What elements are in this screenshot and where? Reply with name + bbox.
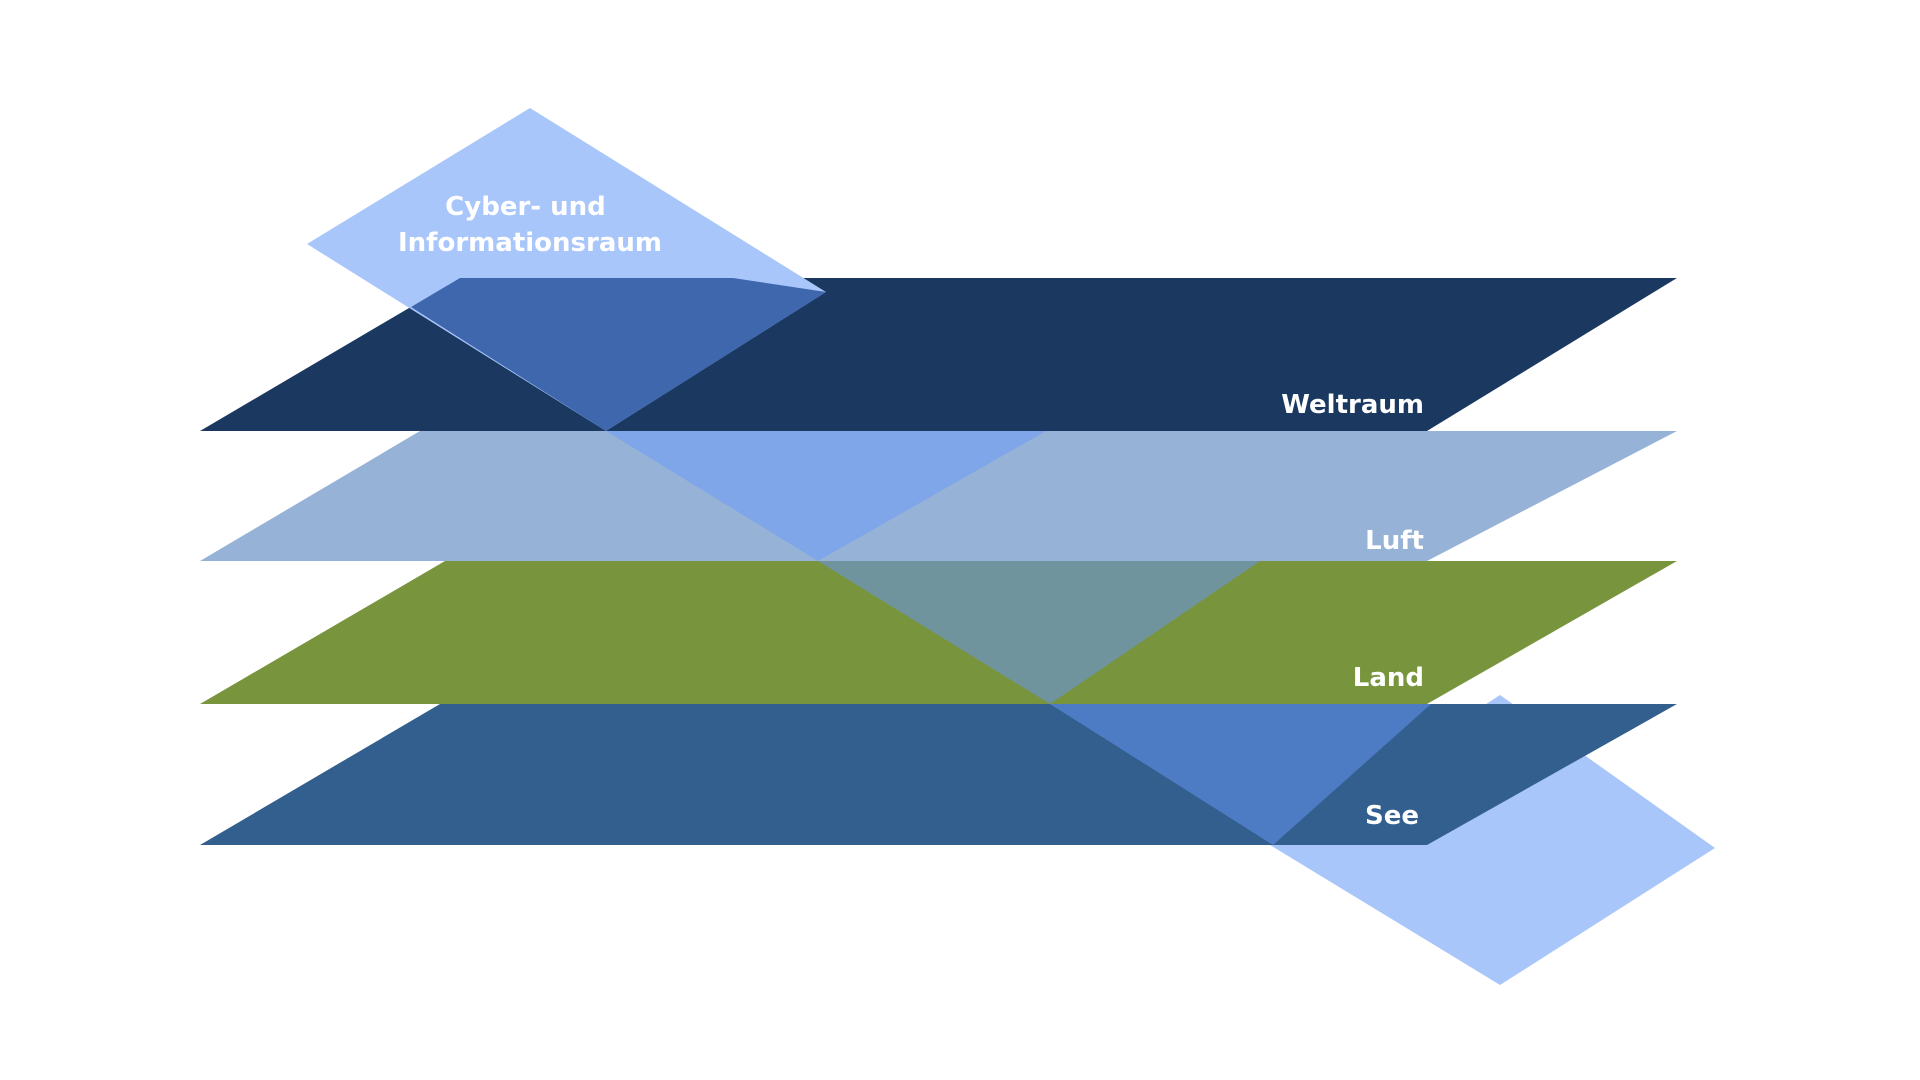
label-land: Land	[1353, 663, 1424, 693]
label-weltraum: Weltraum	[1281, 390, 1424, 420]
overlap-land-cyber	[818, 561, 1260, 704]
overlap-luft-cyber	[606, 431, 1046, 561]
plane-see	[200, 704, 1677, 845]
label-luft: Luft	[1365, 526, 1424, 556]
plane-luft	[200, 431, 1677, 561]
label-cyber: Cyber- und Informationsraum	[398, 192, 662, 258]
overlap-weltraum-cyber	[411, 278, 826, 431]
label-see: See	[1365, 801, 1419, 831]
cyber-rhombus-lower	[1270, 695, 1715, 985]
overlap-see-cyber	[1050, 704, 1431, 845]
